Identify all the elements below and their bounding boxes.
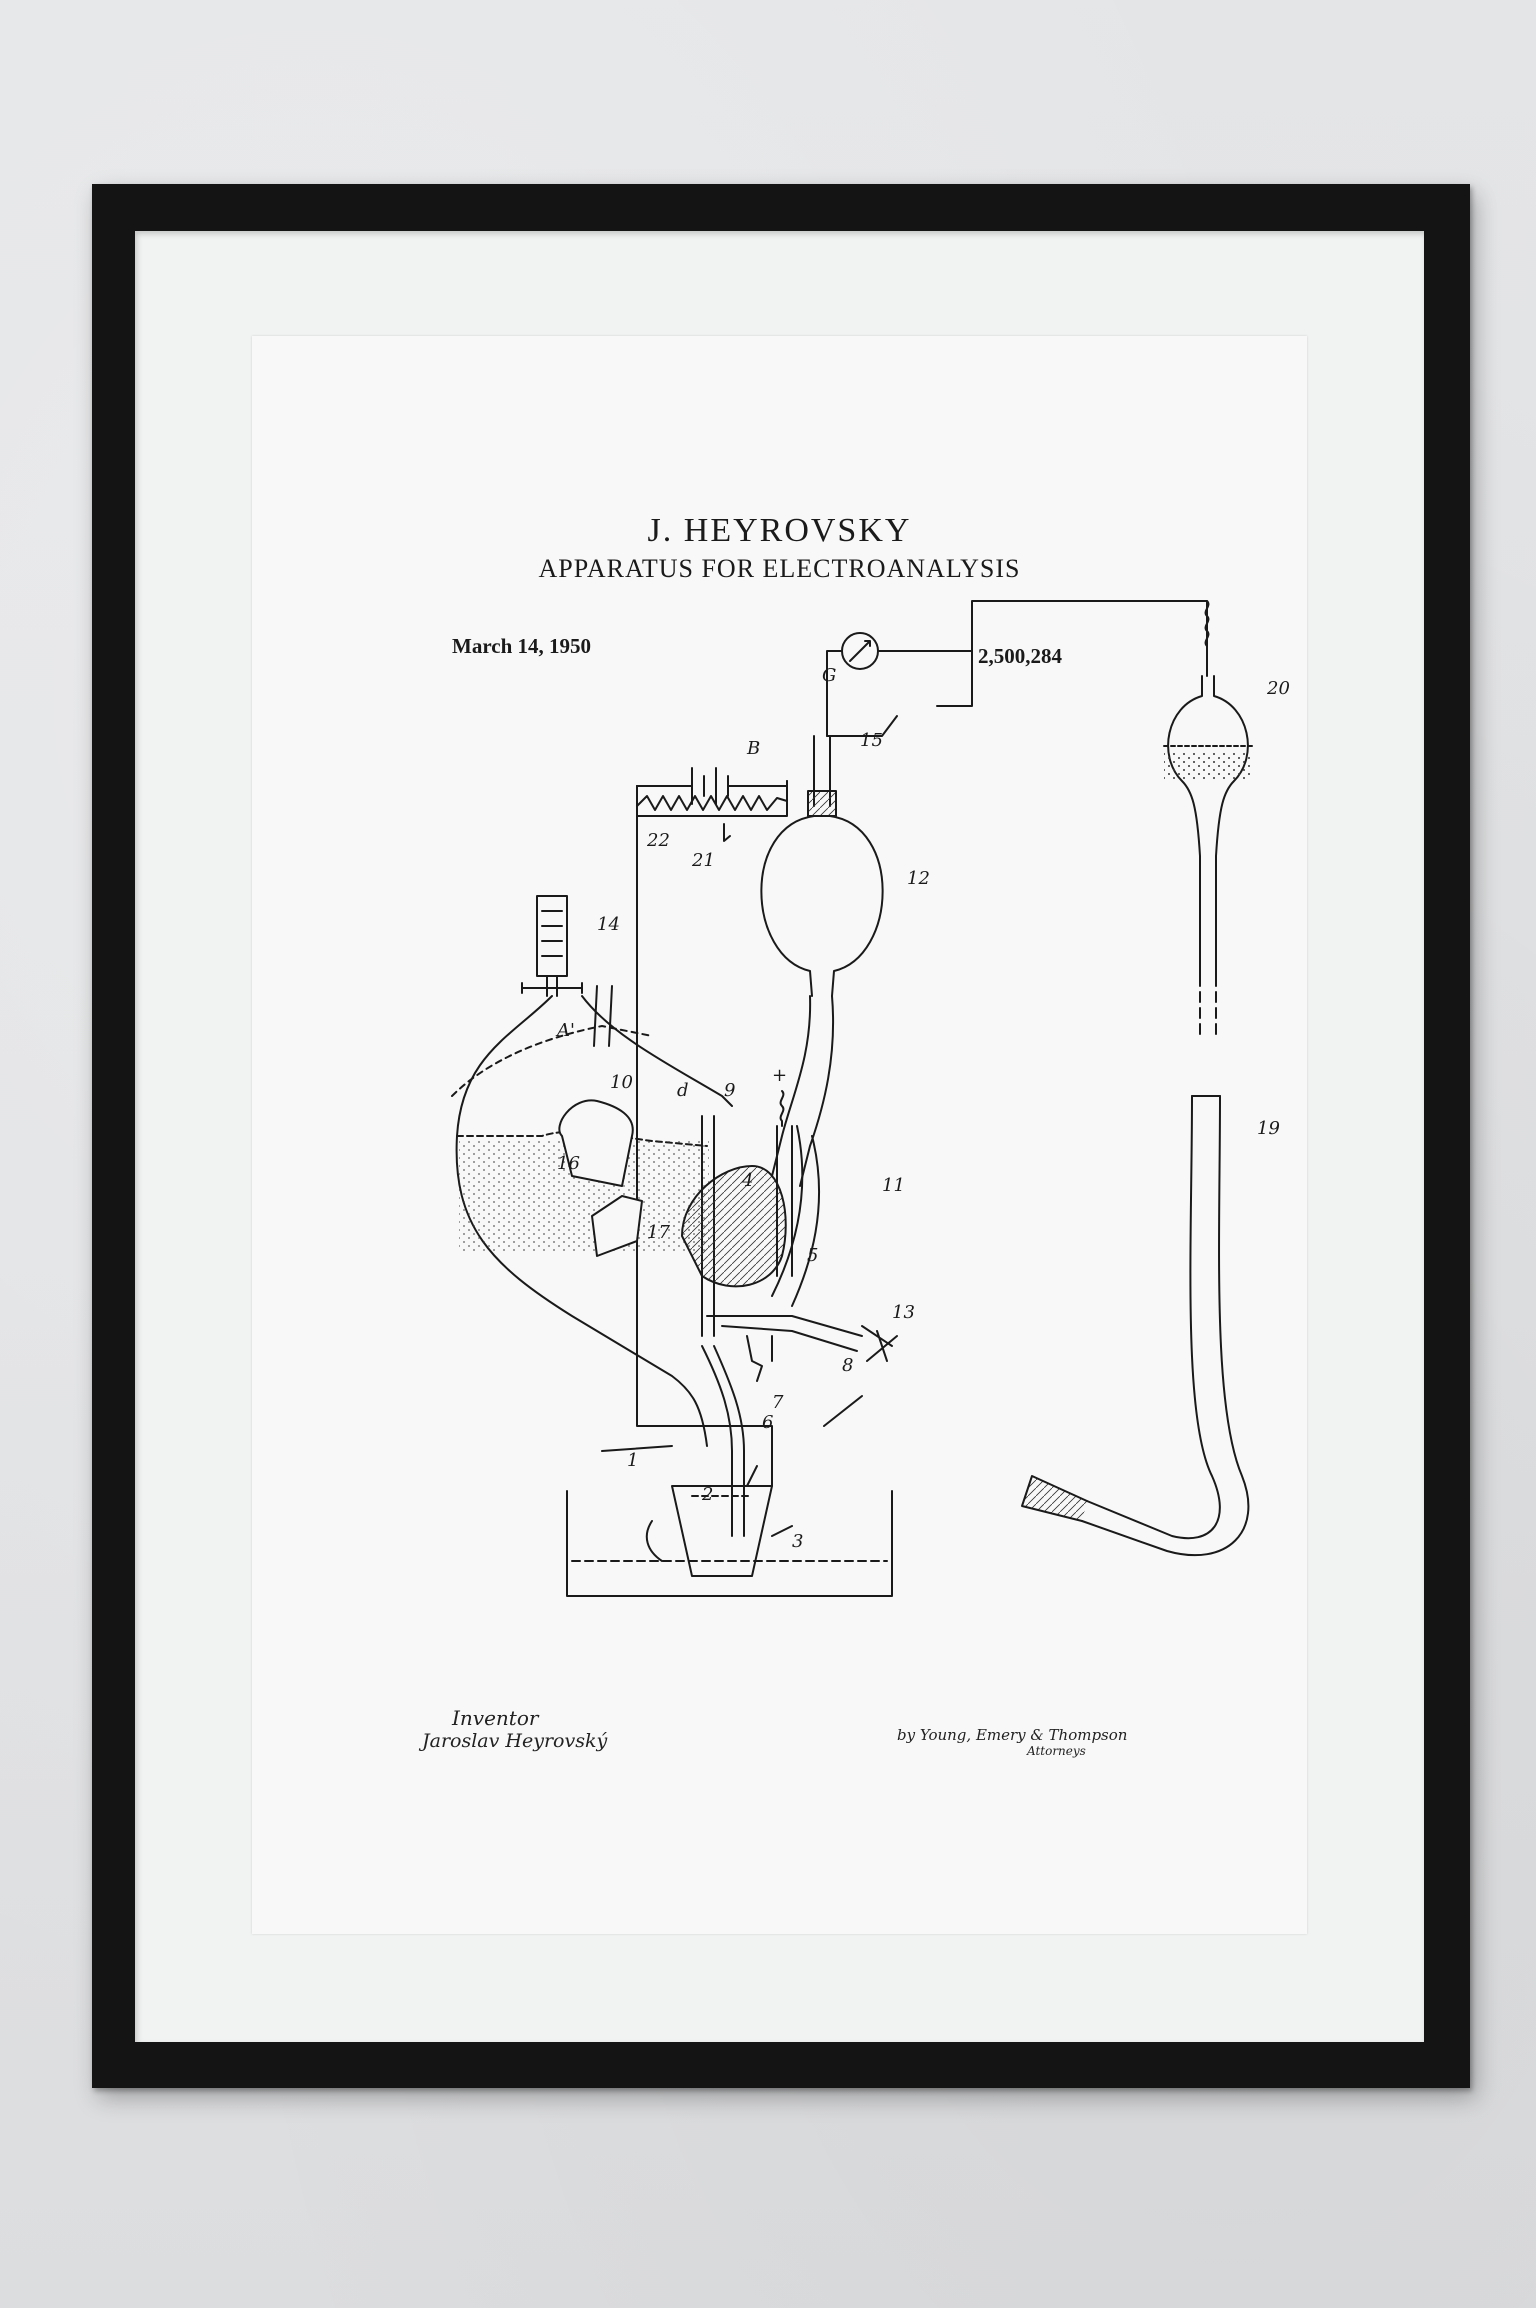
patent-print: J. HEYROVSKY APPARATUS FOR ELECTROANALYS… (252, 336, 1307, 1934)
attorney-signature: Young, Emery & Thompson (919, 1726, 1128, 1744)
inventor-signature-block: Inventor Jaroslav Heyrovský (422, 1706, 607, 1752)
inventor-heading: J. HEYROVSKY (647, 512, 912, 549)
label-6: 6 (762, 1412, 773, 1433)
label-B: B (746, 738, 760, 759)
cell-4 (681, 1165, 787, 1288)
label-22: 22 (646, 830, 670, 851)
electrode-17 (591, 1195, 643, 1257)
apparatus-diagram: B G 22 21 20 15 14 12 10 19 A' d 9 + 11 … (451, 600, 1290, 1597)
label-20: 20 (1266, 678, 1290, 699)
electrode-5 (776, 1125, 793, 1277)
tube-11 (771, 1125, 821, 1307)
invention-title: APPARATUS FOR ELECTROANALYSIS (538, 554, 1021, 583)
attorney-signature-block: by Young, Emery & Thompson Attorneys (897, 1726, 1127, 1758)
label-9: 9 (724, 1080, 735, 1101)
label-d: d (677, 1080, 689, 1101)
label-5: 5 (807, 1245, 818, 1266)
reservoir-20 (1167, 675, 1249, 977)
inventor-signature: Jaroslav Heyrovský (422, 1730, 608, 1752)
attorney-by: by (897, 1726, 916, 1744)
resistor-22 (636, 795, 788, 811)
attorney-caption: Attorneys (1027, 1744, 1086, 1758)
label-15: 15 (860, 730, 883, 751)
label-4: 4 (741, 1170, 753, 1191)
label-14: 14 (597, 914, 620, 935)
battery-B (636, 767, 788, 805)
label-13: 13 (892, 1302, 915, 1323)
trough (566, 1490, 893, 1597)
patent-date: March 14, 1950 (452, 634, 592, 658)
label-1: 1 (627, 1450, 638, 1471)
beaker-3 (671, 1485, 773, 1577)
circuit-wire-left (636, 785, 773, 1487)
label-7: 7 (772, 1392, 784, 1413)
electrode-16 (558, 1099, 634, 1187)
label-17: 17 (647, 1222, 670, 1243)
inventor-caption: Inventor (452, 1706, 539, 1730)
label-8: 8 (842, 1355, 853, 1376)
label-10: 10 (610, 1072, 633, 1093)
label-16: 16 (557, 1153, 580, 1174)
patent-number: 2,500,284 (978, 644, 1062, 668)
circuit-wire-to-galvanometer (826, 715, 898, 737)
label-11: 11 (882, 1175, 905, 1196)
label-3: 3 (792, 1531, 803, 1552)
label-A1: A' (555, 1020, 575, 1041)
label-19: 19 (1257, 1118, 1280, 1139)
burette-14 (536, 895, 568, 977)
label-plus: + (772, 1065, 787, 1086)
circuit-wire-galv-up (936, 600, 1208, 707)
label-2: 2 (701, 1484, 713, 1505)
tube-19 (1199, 975, 1217, 1037)
capillary-2 (701, 1345, 745, 1537)
label-21: 21 (691, 850, 715, 871)
resistor-frame (636, 780, 788, 817)
label-12: 12 (907, 868, 930, 889)
stopcock-13 (861, 1325, 898, 1362)
label-G: G (822, 665, 836, 686)
